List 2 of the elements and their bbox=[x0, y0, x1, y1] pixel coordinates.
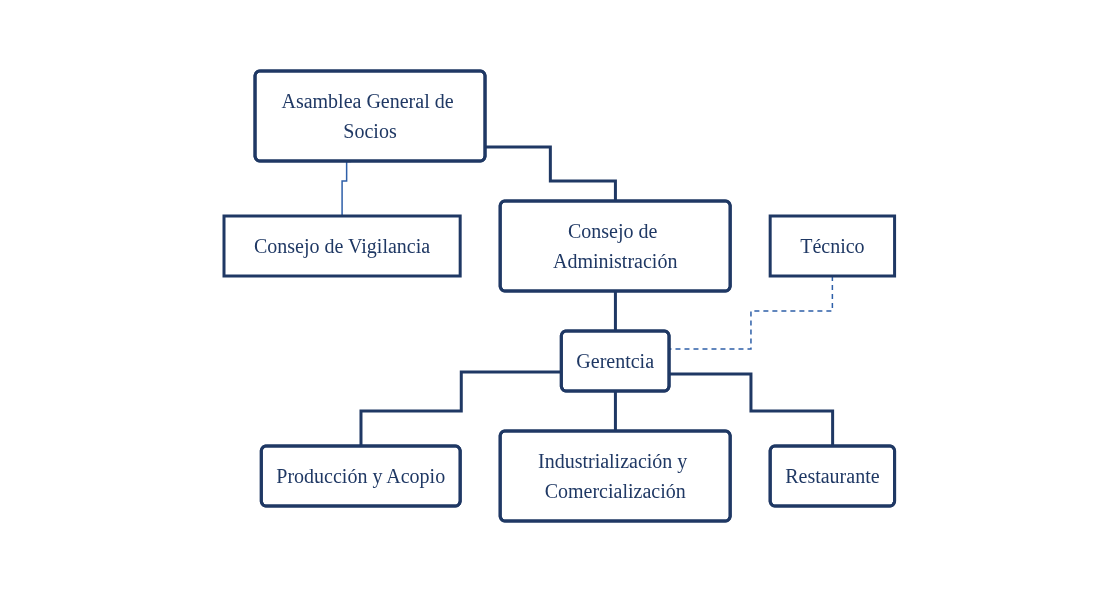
node-box: Técnico bbox=[768, 214, 897, 277]
node-box: Consejo de Vigilancia bbox=[222, 214, 462, 277]
